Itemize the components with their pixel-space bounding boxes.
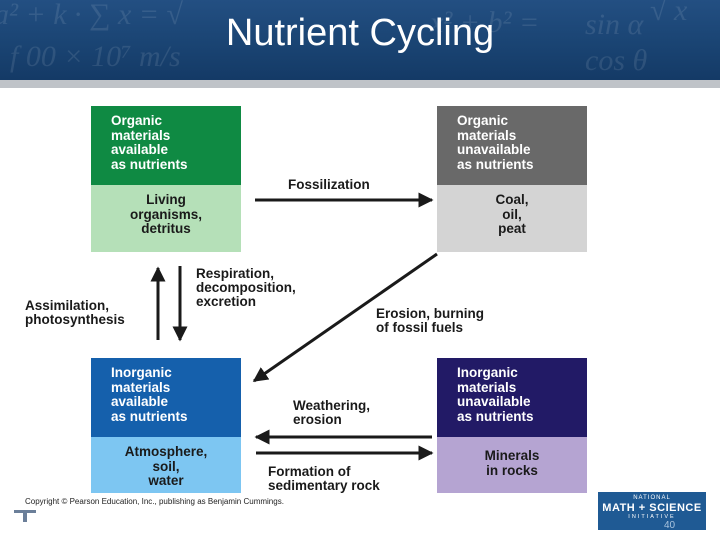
- box-body-line: Living: [146, 192, 186, 207]
- label-line: Erosion, burning: [376, 306, 484, 321]
- copyright-notice: Copyright © Pearson Education, Inc., pub…: [25, 497, 284, 506]
- label-line: erosion: [293, 412, 342, 427]
- box-body-line: in rocks: [486, 462, 538, 478]
- box-organic-available-body: Living organisms, detritus: [91, 185, 241, 252]
- box-header-line: materials: [111, 127, 171, 143]
- box-header-line: as nutrients: [457, 156, 534, 172]
- label-line: Weathering,: [293, 398, 371, 413]
- label-line: of fossil fuels: [376, 320, 464, 335]
- logo-line-2: MATH + SCIENCE: [602, 502, 702, 514]
- box-header-line: available: [111, 394, 169, 409]
- respiration-label: Respiration, decomposition, excretion: [196, 267, 296, 309]
- label-line: excretion: [196, 294, 257, 309]
- label-line: Respiration,: [196, 266, 275, 281]
- box-header-line: as nutrients: [111, 408, 188, 424]
- box-inorganic-available-body: Atmosphere, soil, water: [91, 437, 241, 493]
- label-line: photosynthesis: [25, 312, 125, 327]
- slide-header: a² + k · ∑ x = √ f 00 × 10⁷ m/s x² + b² …: [0, 0, 720, 80]
- box-header-line: materials: [111, 379, 171, 395]
- corner-logo-mark: [14, 510, 36, 522]
- label-line: Formation of: [268, 464, 351, 479]
- box-header-line: materials: [457, 379, 517, 395]
- box-header-line: Organic: [111, 113, 163, 128]
- erosion-burning-label: Erosion, burning of fossil fuels: [376, 307, 484, 335]
- box-header-line: unavailable: [457, 394, 531, 409]
- box-body-line: oil,: [502, 206, 522, 222]
- box-header-line: Inorganic: [111, 365, 172, 380]
- box-organic-unavailable-header: Organic materials unavailable as nutrien…: [437, 106, 587, 185]
- box-header-line: as nutrients: [457, 408, 534, 424]
- logo-line-3: INITIATIVE: [628, 514, 676, 520]
- box-body-line: Atmosphere,: [124, 444, 208, 459]
- label-line: sedimentary rock: [268, 478, 380, 493]
- box-body-line: organisms,: [129, 206, 203, 222]
- box-header-line: Organic: [457, 113, 509, 128]
- box-header-line: materials: [457, 127, 517, 143]
- box-inorganic-unavailable-body: Minerals in rocks: [437, 437, 587, 493]
- box-body-line: soil,: [152, 458, 180, 474]
- box-body-line: Coal,: [495, 192, 529, 207]
- box-body-line: Minerals: [484, 448, 540, 463]
- box-organic-available-header: Organic materials available as nutrients: [91, 106, 241, 185]
- slide-title: Nutrient Cycling: [225, 12, 495, 54]
- box-header-line: Inorganic: [457, 365, 518, 380]
- fossilization-label: Fossilization: [288, 177, 370, 192]
- box-body-line: peat: [498, 221, 526, 236]
- logo-line-1: NATIONAL: [633, 495, 671, 501]
- box-header-line: available: [111, 142, 169, 157]
- nms-logo: NATIONAL MATH + SCIENCE INITIATIVE: [598, 492, 706, 530]
- box-inorganic-available-header: Inorganic materials available as nutrien…: [91, 358, 241, 437]
- box-inorganic-unavailable-header: Inorganic materials unavailable as nutri…: [437, 358, 587, 437]
- label-line: Assimilation,: [25, 298, 110, 313]
- box-body-line: detritus: [141, 221, 191, 236]
- formula-background: a² + k · ∑ x = √ f 00 × 10⁷ m/s x² + b² …: [0, 0, 688, 77]
- formation-label: Formation of sedimentary rock: [268, 465, 380, 493]
- header-divider: [0, 80, 720, 88]
- assimilation-label: Assimilation, photosynthesis: [25, 299, 125, 327]
- box-header-line: unavailable: [457, 142, 531, 157]
- label-line: decomposition,: [196, 280, 296, 295]
- box-body-line: water: [148, 473, 184, 488]
- weathering-label: Weathering, erosion: [293, 399, 370, 427]
- box-organic-unavailable-body: Coal, oil, peat: [437, 185, 587, 252]
- box-header-line: as nutrients: [111, 156, 188, 172]
- page-number: 40: [664, 520, 676, 531]
